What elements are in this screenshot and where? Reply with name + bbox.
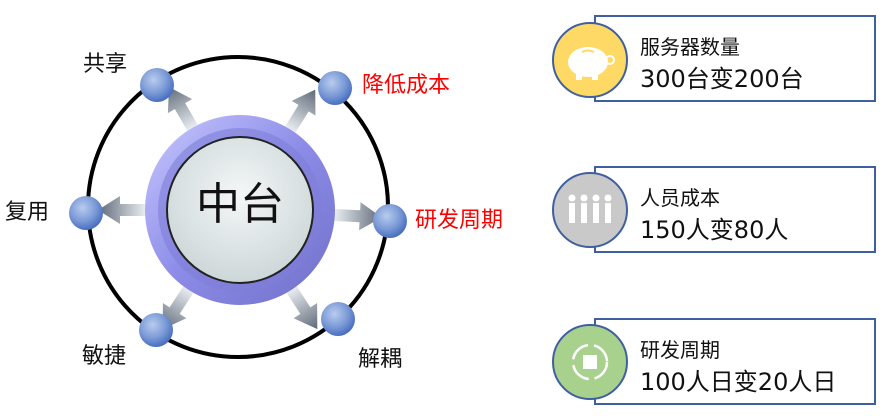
arrow-icon [286, 286, 318, 330]
node-ball [139, 313, 173, 347]
arrows [98, 87, 382, 330]
node-ball [140, 68, 174, 102]
piggy-bank-icon [552, 22, 628, 98]
card-servers: 服务器数量 300台变200台 [594, 15, 876, 102]
node-ball [318, 71, 352, 105]
card-value: 300台变200台 [640, 65, 804, 93]
card-value: 150人变80人 [640, 216, 789, 244]
center-inner-circle [166, 136, 314, 284]
card-value: 100人日变20人日 [640, 368, 837, 396]
node-label-dev-cycle: 研发周期 [415, 208, 504, 233]
arrow-icon [334, 202, 382, 231]
node-label-reuse: 复用 [5, 200, 50, 225]
card-title: 服务器数量 [640, 35, 740, 59]
arrow-icon [98, 196, 145, 224]
center-label: 中台 [196, 179, 284, 230]
node-label-cost: 降低成本 [362, 73, 451, 98]
node-label-agile: 敏捷 [82, 344, 127, 369]
card-staff: 人员成本 150人变80人 [594, 166, 876, 253]
arrow-icon [162, 286, 194, 330]
card-title: 人员成本 [640, 186, 720, 210]
box-cycle-icon [552, 324, 628, 400]
node-label-decouple: 解耦 [358, 347, 403, 372]
people-icon [552, 172, 628, 248]
node-ball [373, 204, 407, 238]
node-label-share: 共享 [83, 52, 128, 77]
node-ball [321, 302, 355, 336]
arrow-icon [285, 89, 316, 133]
node-ball [69, 196, 103, 230]
card-title: 研发周期 [640, 338, 720, 362]
card-dev-cycle: 研发周期 100人日变20人日 [594, 318, 876, 405]
arrow-icon [167, 87, 198, 131]
